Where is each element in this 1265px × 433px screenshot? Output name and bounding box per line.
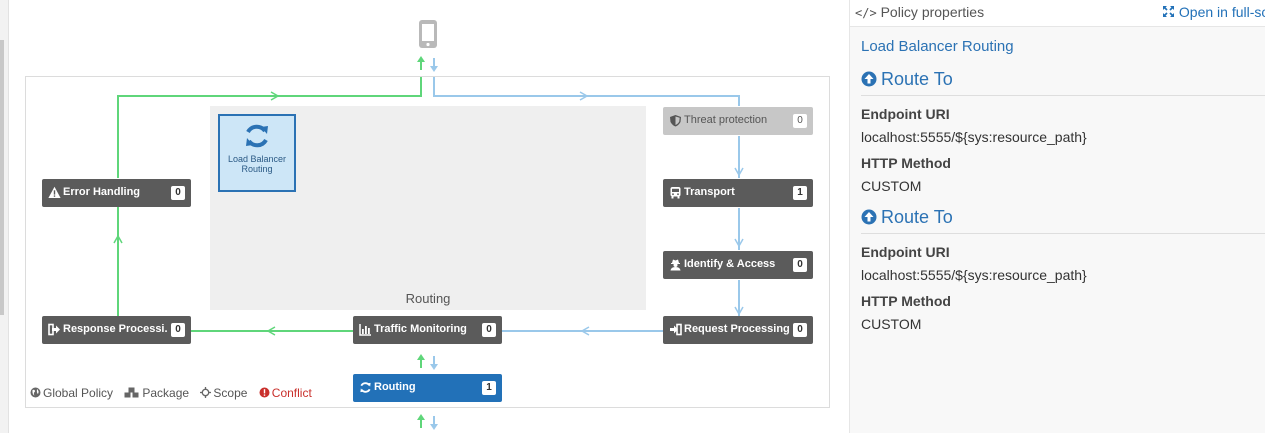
http-method-label: HTTP Method <box>861 155 951 171</box>
warning-icon <box>48 186 61 198</box>
policy-count-badge: 0 <box>793 258 807 272</box>
endpoint-uri-value: localhost:5555/${sys:resource_path} <box>861 267 1087 283</box>
policy-count-badge: 0 <box>793 114 807 128</box>
arrow-circle-up-icon <box>861 209 877 225</box>
stage-label: Response Processi... <box>63 323 167 335</box>
sign-out-icon <box>48 323 60 336</box>
http-method-value: CUSTOM <box>861 316 922 332</box>
legend-conflict[interactable]: Conflict <box>259 386 312 400</box>
shield-icon <box>670 115 681 127</box>
crosshair-icon <box>200 387 212 398</box>
policy-properties-label: Policy properties <box>880 4 985 20</box>
legend-package[interactable]: Package <box>124 386 189 400</box>
http-method-label: HTTP Method <box>861 293 951 309</box>
policy-properties-header: </> Policy properties Open in full-sc <box>850 0 1265 27</box>
flow-connectors <box>113 56 744 430</box>
route-to-section: Route To Endpoint URI localhost:5555/${s… <box>861 207 1265 332</box>
mobile-client-icon <box>419 20 437 48</box>
stage-routing[interactable]: Routing 1 <box>353 374 502 402</box>
policy-properties-title: </> Policy properties <box>855 4 984 20</box>
stage-label: Threat protection <box>684 114 768 126</box>
code-icon: </> <box>855 6 877 20</box>
policy-legend: Global Policy Package Scope Conflict <box>30 386 320 400</box>
routing-stage-label: Routing <box>405 291 451 306</box>
legend-label: Scope <box>213 386 248 400</box>
open-fullscreen-link[interactable]: Open in full-sc <box>1162 4 1265 20</box>
legend-scope[interactable]: Scope <box>200 386 247 400</box>
expand-icon <box>1163 6 1174 17</box>
arrow-circle-up-icon <box>861 71 877 87</box>
stage-error-handling[interactable]: Error Handling 0 <box>42 179 191 207</box>
scrollbar[interactable] <box>0 40 4 315</box>
stage-label: Transport <box>684 186 735 198</box>
endpoint-uri-label: Endpoint URI <box>861 244 950 260</box>
policy-count-badge: 0 <box>482 323 496 337</box>
stage-request-processing[interactable]: Request Processing 0 <box>663 316 813 344</box>
http-method-value: CUSTOM <box>861 178 922 194</box>
refresh-icon <box>360 382 371 393</box>
bar-chart-icon <box>359 324 371 336</box>
stage-response-processing[interactable]: Response Processi... 0 <box>42 316 191 344</box>
open-fullscreen-label: Open in full-sc <box>1178 4 1265 20</box>
load-balancer-routing-policy[interactable]: Load Balancer Routing <box>218 114 296 192</box>
policy-count-badge: 0 <box>171 323 185 337</box>
route-to-heading-label: Route To <box>881 207 953 227</box>
legend-label: Global Policy <box>43 386 114 400</box>
backend-arrows <box>417 414 438 430</box>
legend-label: Conflict <box>271 386 312 400</box>
globe-icon <box>30 387 41 398</box>
panel-divider <box>849 0 850 433</box>
cubes-icon <box>124 387 139 398</box>
sign-in-icon <box>670 323 682 336</box>
client-arrows <box>417 56 438 72</box>
legend-label: Package <box>142 386 190 400</box>
load-balancer-routing-label: Load Balancer Routing <box>227 154 287 174</box>
policy-name: Load Balancer Routing <box>861 38 1014 55</box>
refresh-icon <box>246 124 268 148</box>
route-to-heading-label: Route To <box>881 69 953 89</box>
policy-count-badge: 0 <box>171 186 185 200</box>
user-secret-icon <box>670 259 681 271</box>
route-to-heading: Route To <box>861 207 1265 234</box>
endpoint-uri-label: Endpoint URI <box>861 106 950 122</box>
stage-traffic-monitoring[interactable]: Traffic Monitoring 0 <box>353 316 502 344</box>
stage-threat-protection[interactable]: Threat protection 0 <box>663 107 813 135</box>
route-to-section: Route To Endpoint URI localhost:5555/${s… <box>861 69 1265 194</box>
stage-identify-access[interactable]: Identify & Access 0 <box>663 251 813 279</box>
stage-label: Identify & Access <box>684 258 776 270</box>
left-scroll-strip <box>0 0 9 433</box>
policy-flow-container <box>25 76 830 408</box>
stage-label: Routing <box>374 381 416 393</box>
stage-label: Error Handling <box>63 186 141 198</box>
bus-icon <box>670 187 681 199</box>
policy-count-badge: 1 <box>482 381 496 395</box>
endpoint-uri-value: localhost:5555/${sys:resource_path} <box>861 129 1087 145</box>
stage-label: Traffic Monitoring <box>374 323 467 335</box>
policy-count-badge: 0 <box>793 323 807 337</box>
policy-count-badge: 1 <box>793 186 807 200</box>
policy-properties-body: Load Balancer Routing Route To Endpoint … <box>850 27 1265 433</box>
exclamation-circle-icon <box>259 387 270 398</box>
legend-global-policy[interactable]: Global Policy <box>30 386 113 400</box>
stage-label: Request Processing <box>684 323 790 335</box>
route-to-heading: Route To <box>861 69 1265 96</box>
routing-arrows <box>417 354 438 370</box>
stage-transport[interactable]: Transport 1 <box>663 179 813 207</box>
